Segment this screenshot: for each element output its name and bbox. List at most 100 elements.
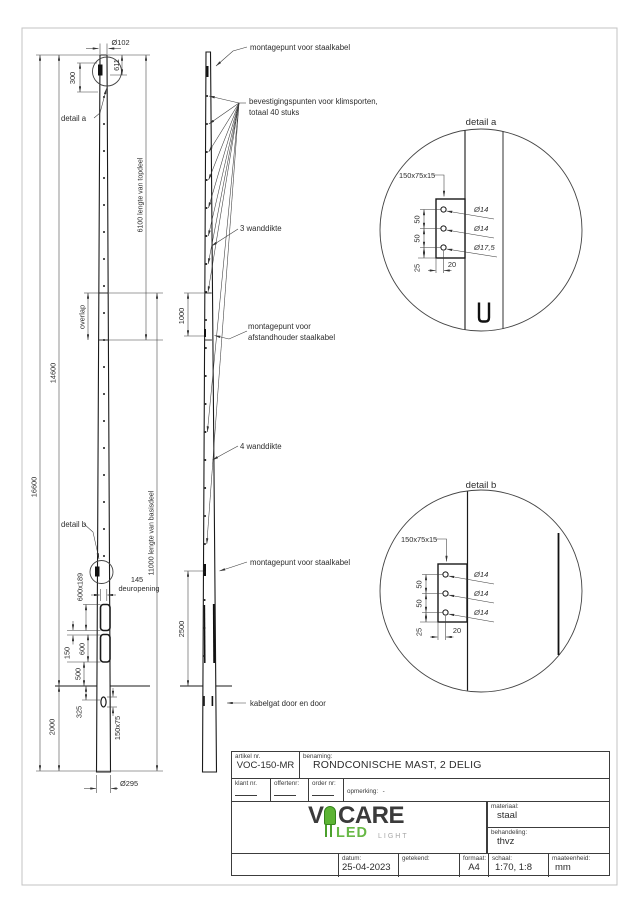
logo-led-text: LED <box>336 825 368 841</box>
klant-blank <box>235 787 257 796</box>
hole-a1 <box>440 206 447 213</box>
dim-total-height: 16600 <box>30 477 39 498</box>
behandeling-value: thvz <box>497 836 515 848</box>
benaming-label: benaming: <box>303 753 333 760</box>
title-block: artikel nr. VOC-150-MR benaming: RONDCON… <box>231 751 610 877</box>
hole-b1 <box>442 571 449 578</box>
hole-a3 <box>440 244 447 251</box>
order-blank <box>312 787 334 796</box>
dim-b-25: 25 <box>415 628 424 636</box>
dim-bottom-diameter: Ø295 <box>120 779 138 788</box>
mid-mount-plate-mark <box>95 566 100 577</box>
materiaal-value: staal <box>497 810 518 821</box>
dim-base-section-length: 11000 lengte van basisdeel <box>149 490 156 575</box>
klant-cell: klant nr. <box>232 779 271 801</box>
getekend-label: getekend: <box>402 855 430 862</box>
label-klimsporten-2: totaal 40 stuks <box>249 108 299 117</box>
dim-gap-150: 150 <box>63 647 72 659</box>
dim-a-20: 20 <box>448 260 456 269</box>
top-mount-plate-mark <box>98 64 103 76</box>
offerte-label: offertenr: <box>274 780 300 787</box>
dim-2500: 2500 <box>177 621 186 637</box>
schaal-value: 1:70, 1:8 <box>495 862 532 873</box>
dim-door-size: 600x189 <box>76 573 85 601</box>
spacer-mount-mark <box>204 329 206 337</box>
maateenheid-value: mm <box>555 862 571 873</box>
front-mast-view: Ø102 611 300 detail a detail b 16600 146… <box>30 38 163 793</box>
opmerking-label: opmerking: <box>347 788 379 795</box>
maateenheid-cell: maateenheid: mm <box>549 854 609 877</box>
dim-lower-door: 600 <box>78 643 87 655</box>
offerte-cell: offertenr: <box>271 779 309 801</box>
detail-a-label: detail a <box>61 114 87 123</box>
order-label: order nr: <box>312 780 336 787</box>
schaal-cell: schaal: 1:70, 1:8 <box>489 854 549 877</box>
detail-b-title: detail b <box>466 480 497 491</box>
label-wall-3: 3 wanddikte <box>240 224 282 233</box>
mast-front-outline <box>95 54 112 773</box>
hole-a3-label: Ø17,5 <box>473 243 495 252</box>
detail-a-dim-lines <box>418 174 498 273</box>
formaat-label: formaat: <box>463 855 487 862</box>
materiaal-label: materiaal: <box>491 803 519 810</box>
cable-hole-mark-left <box>203 696 205 706</box>
label-klimsporten-1: bevestigingspunten voor klimsporten, <box>249 97 378 106</box>
cable-hole-mark-right <box>211 696 214 706</box>
dim-b-50a: 50 <box>415 580 424 588</box>
dim-b-20: 20 <box>453 626 461 635</box>
artikel-value: VOC-150-MR <box>236 760 295 771</box>
benaming-cell: benaming: RONDCONISCHE MAST, 2 DELIG <box>300 752 609 778</box>
dim-top-diameter: Ø102 <box>112 38 130 47</box>
logo-cell: V CARE LED LIGHT <box>232 802 487 853</box>
klimsport-dots-front <box>103 96 105 557</box>
top-cable-mount-mark <box>206 66 209 77</box>
offerte-blank <box>274 787 296 796</box>
detail-b-label: detail b <box>61 520 87 529</box>
led-bulb-icon <box>324 806 336 825</box>
detail-a-circle <box>379 128 583 332</box>
front-dimension-lines <box>36 43 163 793</box>
dim-300: 300 <box>68 72 77 84</box>
datum-cell: datum: 25-04-2023 <box>339 854 399 877</box>
dim-b-50b: 50 <box>415 599 424 607</box>
schaal-label: schaal: <box>492 855 512 862</box>
hole-b1-label: Ø14 <box>473 570 488 579</box>
klimsport-fan-arrows <box>206 95 240 545</box>
label-mid-mount: montagepunt voor staalkabel <box>250 558 350 567</box>
hole-b2 <box>442 590 449 597</box>
dim-below-door: 500 <box>74 668 83 680</box>
label-cable-hole: kabelgat door en door <box>250 699 326 708</box>
dim-door-width: 145 <box>131 575 143 584</box>
dim-overlap: overlap <box>78 305 87 329</box>
opmerking-value: - <box>382 788 385 795</box>
sheet-border <box>21 27 618 886</box>
empty-cell <box>232 854 339 877</box>
dim-a-25: 25 <box>413 264 422 272</box>
klimsport-dots-side <box>203 95 209 657</box>
dim-below-ground: 2000 <box>48 719 57 735</box>
plate-size-b: 150x75x15 <box>401 535 437 544</box>
formaat-cell: formaat: A4 <box>460 854 489 877</box>
detail-b-view: detail b 150x75x15 Ø14 Ø14 Ø14 50 <box>379 480 583 693</box>
artikel-label: artikel nr. <box>235 753 261 760</box>
label-wall-4: 4 wanddikte <box>240 442 282 451</box>
led-leg-icon <box>330 825 333 837</box>
label-spacer-1: montagepunt voor <box>248 322 311 331</box>
artikel-cell: artikel nr. VOC-150-MR <box>232 752 300 778</box>
dim-cable-offset: 325 <box>75 706 84 718</box>
dim-door-width-word: deuropening <box>118 584 159 593</box>
klant-label: klant nr. <box>235 780 258 787</box>
hole-a1-label: Ø14 <box>473 205 488 214</box>
vocare-logo: V CARE LED LIGHT <box>232 802 486 853</box>
hole-a2-label: Ø14 <box>473 224 488 233</box>
door-opening-lower <box>99 633 111 663</box>
hole-a2 <box>440 225 447 232</box>
opmerking-cell: opmerking: - <box>344 779 609 801</box>
order-cell: order nr: <box>309 779 344 801</box>
logo-letter-v: V <box>308 802 324 829</box>
behandeling-label: behandeling: <box>491 829 528 837</box>
klimsport-bracket <box>477 302 491 323</box>
detail-b-circle <box>379 489 583 693</box>
side-mast-view: montagepunt voor staalkabel bevestigings… <box>177 43 378 773</box>
